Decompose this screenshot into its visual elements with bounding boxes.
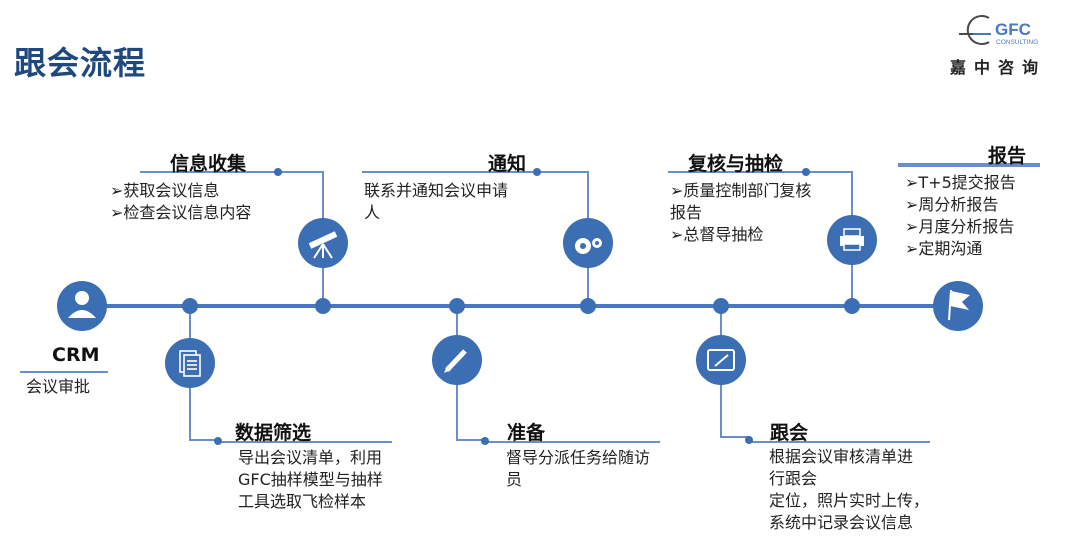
step-crm-line: 会议审批 [26, 377, 91, 396]
step-prepare-title: 准备 [507, 422, 546, 444]
step-report-title: 报告 [988, 145, 1027, 167]
step-notify-line: 人 [364, 203, 381, 222]
node-notify [580, 298, 596, 314]
step-review-title: 复核与抽检 [688, 153, 784, 175]
step-prepare-line: 员 [506, 470, 523, 489]
step-filter-body: 导出会议清单，利用 GFC抽样模型与抽样 工具选取飞检样本 [238, 447, 383, 513]
step-collect-body: ➢获取会议信息 ➢检查会议信息内容 [110, 180, 251, 224]
step-follow-line: 行跟会 [769, 469, 818, 488]
step-prepare-body: 督导分派任务给随访 员 [506, 447, 650, 491]
step-review-line: ➢质量控制部门复核 [670, 181, 812, 200]
dot-review-end [802, 168, 810, 176]
logo-sub: CONSULTING [996, 39, 1038, 46]
node-filter [182, 298, 198, 314]
step-review-line: ➢总督导抽检 [670, 225, 764, 244]
step-notify-title: 通知 [488, 153, 527, 175]
step-collect-line: ➢检查会议信息内容 [110, 203, 252, 222]
step-review-line: 报告 [670, 203, 703, 222]
step-notify-body: 联系并通知会议申请 人 [364, 180, 508, 224]
node-review [844, 298, 860, 314]
step-follow-title: 跟会 [770, 422, 809, 444]
step-crm-title: CRM [52, 344, 100, 366]
step-notify-line: 联系并通知会议申请 [364, 181, 509, 200]
step-crm-body: 会议审批 [26, 376, 90, 398]
user-icon [57, 281, 107, 331]
step-filter-line: 导出会议清单，利用 [238, 448, 383, 467]
step-report-line: ➢周分析报告 [905, 195, 999, 214]
dot-notify-end [533, 168, 541, 176]
node-prepare [449, 298, 465, 314]
node-follow [713, 298, 729, 314]
dot-prepare-end [481, 437, 489, 445]
step-filter-line: GFC抽样模型与抽样 [238, 470, 383, 489]
step-filter-line: 工具选取飞检样本 [238, 492, 367, 511]
dot-collect-end [274, 168, 282, 176]
step-collect-line: ➢获取会议信息 [110, 181, 220, 200]
step-report-line: ➢月度分析报告 [905, 217, 1015, 236]
dot-follow-end [745, 436, 753, 444]
node-collect [315, 298, 331, 314]
gfc-logo: GFC CONSULTING [959, 15, 1038, 46]
step-review-body: ➢质量控制部门复核 报告 ➢总督导抽检 [670, 180, 811, 246]
dot-filter-end [214, 437, 222, 445]
step-prepare-line: 督导分派任务给随访 [506, 448, 651, 467]
step-follow-line: 定位，照片实时上传， [769, 491, 930, 510]
logo-brand: GFC [995, 20, 1031, 39]
logo-chinese-name: 嘉中咨询 [950, 58, 1047, 77]
step-filter-title: 数据筛选 [235, 422, 312, 444]
page-title: 跟会流程 [14, 44, 147, 82]
step-follow-line: 根据会议审核清单进 [769, 447, 914, 466]
step-follow-body: 根据会议审核清单进 行跟会 定位，照片实时上传， 系统中记录会议信息 [769, 446, 929, 534]
step-report-line: ➢定期沟通 [905, 239, 983, 258]
step-collect-title: 信息收集 [170, 153, 247, 175]
step-follow-line: 系统中记录会议信息 [769, 513, 914, 532]
step-report-line: ➢T+5提交报告 [905, 173, 1016, 192]
step-report-body: ➢T+5提交报告 ➢周分析报告 ➢月度分析报告 ➢定期沟通 [905, 172, 1016, 260]
